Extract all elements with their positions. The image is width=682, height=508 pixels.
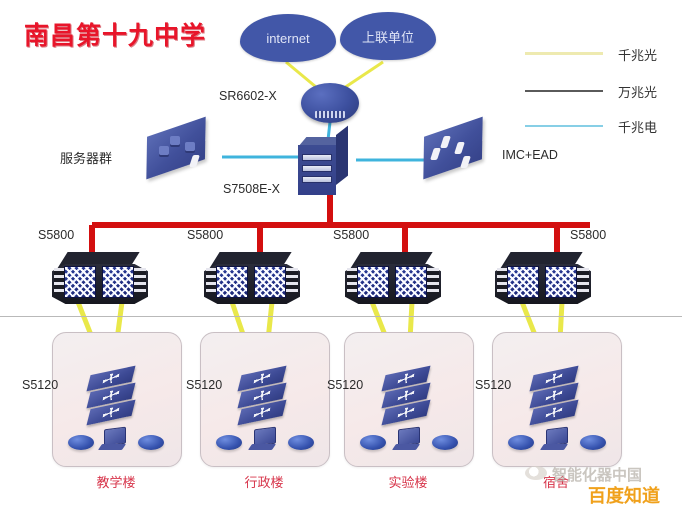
network-node-right-4[interactable] <box>580 435 606 450</box>
keyboard <box>539 444 569 450</box>
stack-switch <box>528 399 584 426</box>
legend-label-gigabit-electric: 千兆电 <box>618 120 658 135</box>
rack-vent <box>577 268 589 294</box>
network-node-left-1[interactable] <box>68 435 94 450</box>
client-pc-3-icon[interactable] <box>391 426 422 454</box>
rack-unit <box>102 266 134 298</box>
switch-s5800-3-icon[interactable] <box>345 252 441 308</box>
keyboard <box>247 444 277 450</box>
core-switch-s7508ex-label: S7508E-X <box>223 182 280 196</box>
rack-vent <box>427 268 439 294</box>
network-node-left-4[interactable] <box>508 435 534 450</box>
rack-unit <box>216 266 248 298</box>
chassis-side-face <box>336 125 348 185</box>
rack-unit <box>64 266 96 298</box>
stack-switch <box>380 399 436 426</box>
switch-s5800-4-icon[interactable] <box>495 252 591 308</box>
rack-vent <box>54 268 66 294</box>
server-plate <box>146 116 206 180</box>
cloud-internet-label: internet <box>266 30 310 46</box>
chassis-slot <box>302 165 332 172</box>
chassis-slot <box>302 154 332 161</box>
server-group-label: 服务器群 <box>60 151 113 166</box>
switch-s5800-2-label: S5800 <box>187 228 224 242</box>
switch-s5120-2-label: S5120 <box>186 378 223 392</box>
core-switch-s7508ex-icon[interactable] <box>298 125 348 195</box>
cloud-uplink-unit-label: 上联单位 <box>361 29 414 45</box>
legend-line-ten-gigabit-optical <box>525 90 603 92</box>
rack-vent <box>134 268 146 294</box>
section-divider <box>0 316 682 317</box>
building-label-2: 行政楼 <box>244 475 284 490</box>
legend-label-gigabit-optical: 千兆光 <box>618 48 658 63</box>
rack-unit <box>507 266 539 298</box>
network-node-right-1[interactable] <box>138 435 164 450</box>
network-node-right-2[interactable] <box>288 435 314 450</box>
building-label-3: 实验楼 <box>388 475 428 490</box>
switch-s5120-1-label: S5120 <box>22 378 59 392</box>
legend-line-gigabit-electric <box>525 125 603 127</box>
building-label-1: 教学楼 <box>96 475 136 490</box>
rack-unit <box>357 266 389 298</box>
switch-s5800-2-icon[interactable] <box>204 252 300 308</box>
network-node-left-3[interactable] <box>360 435 386 450</box>
rack-unit <box>545 266 577 298</box>
switch-s5120-4-label: S5120 <box>475 378 512 392</box>
rack-unit <box>254 266 286 298</box>
imc-ead-label: IMC+EAD <box>502 148 558 162</box>
watermark-brand: 智能化器中国 <box>552 467 643 484</box>
keyboard <box>391 444 421 450</box>
cloud-internet[interactable]: internet <box>232 14 345 62</box>
ten-gigabit-bus <box>89 192 590 258</box>
rack-vent <box>347 268 359 294</box>
switch-s5800-4-label: S5800 <box>570 228 607 242</box>
network-node-left-2[interactable] <box>216 435 242 450</box>
chassis-front-face <box>298 145 336 195</box>
rack-unit <box>395 266 427 298</box>
keyboard <box>97 444 127 450</box>
server-group-icon[interactable] <box>145 116 229 182</box>
legend-label-ten-gigabit-optical: 万兆光 <box>618 85 658 100</box>
server-unit <box>170 136 180 145</box>
imc-ead-group-icon[interactable] <box>422 116 506 182</box>
router-port-strip <box>315 111 345 118</box>
server-unit <box>185 142 195 151</box>
router-sr6602x-icon[interactable] <box>301 83 359 123</box>
switch-s5800-1-label: S5800 <box>38 228 75 242</box>
switch-s5800-1-icon[interactable] <box>52 252 148 308</box>
cloud-uplink-unit[interactable]: 上联单位 <box>332 12 445 60</box>
rack-vent <box>286 268 298 294</box>
network-node-right-3[interactable] <box>432 435 458 450</box>
page-title: 南昌第十九中学 <box>24 22 207 50</box>
chassis-slot <box>302 176 332 183</box>
client-pc-4-icon[interactable] <box>539 426 570 454</box>
rack-vent <box>497 268 509 294</box>
client-pc-2-icon[interactable] <box>247 426 278 454</box>
server-unit <box>159 146 169 155</box>
watermark-source: 百度知道 <box>588 486 660 506</box>
client-pc-1-icon[interactable] <box>97 426 128 454</box>
rack-vent <box>206 268 218 294</box>
stack-switch <box>236 399 292 426</box>
building-label-4: 宿舍 <box>542 475 569 490</box>
switch-s5120-3-label: S5120 <box>327 378 364 392</box>
server-plate <box>423 116 483 180</box>
stack-switch <box>85 399 141 426</box>
watermark-logo-icon <box>525 466 547 480</box>
legend-line-gigabit-optical <box>525 52 603 55</box>
switch-s5800-3-label: S5800 <box>333 228 370 242</box>
router-sr6602x-label: SR6602-X <box>219 89 277 103</box>
